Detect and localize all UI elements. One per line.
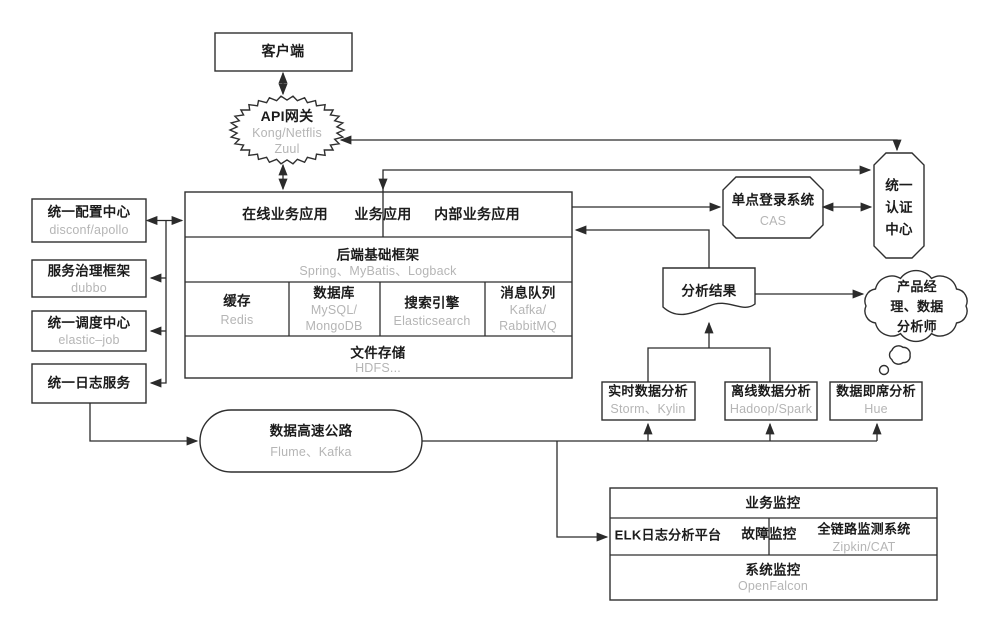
platform-box: [184, 191, 573, 379]
realtime-analysis-box: [601, 381, 696, 421]
connector-gateway-auth: [339, 135, 902, 152]
connector-leftbus: [149, 220, 167, 388]
log-service-box: [31, 363, 147, 404]
connector-log-highway: [89, 403, 199, 446]
client-box: [214, 32, 353, 72]
data-highway-stadium: [199, 409, 423, 473]
config-center-box: [31, 198, 147, 243]
monitoring-box: [609, 487, 938, 601]
connector-analysis-merge: [647, 347, 771, 382]
scheduler-center-box: [31, 310, 147, 352]
connector-result-platform: [574, 225, 710, 268]
offline-analysis-box: [724, 381, 818, 421]
thought-bubble-small-icon: [878, 364, 890, 376]
connector-trunk-monitoring: [556, 441, 609, 542]
service-governance-box: [31, 259, 147, 298]
consumers-cloud-shape: [864, 269, 968, 343]
connector-platform-auth: [382, 165, 872, 237]
adhoc-analysis-box: [829, 381, 923, 421]
api-gateway-starburst: [228, 95, 346, 165]
analysis-result-document: [662, 267, 756, 316]
auth-center-octagon: [873, 152, 925, 259]
sso-octagon: [722, 176, 824, 239]
thought-bubble-icon: [888, 345, 911, 365]
